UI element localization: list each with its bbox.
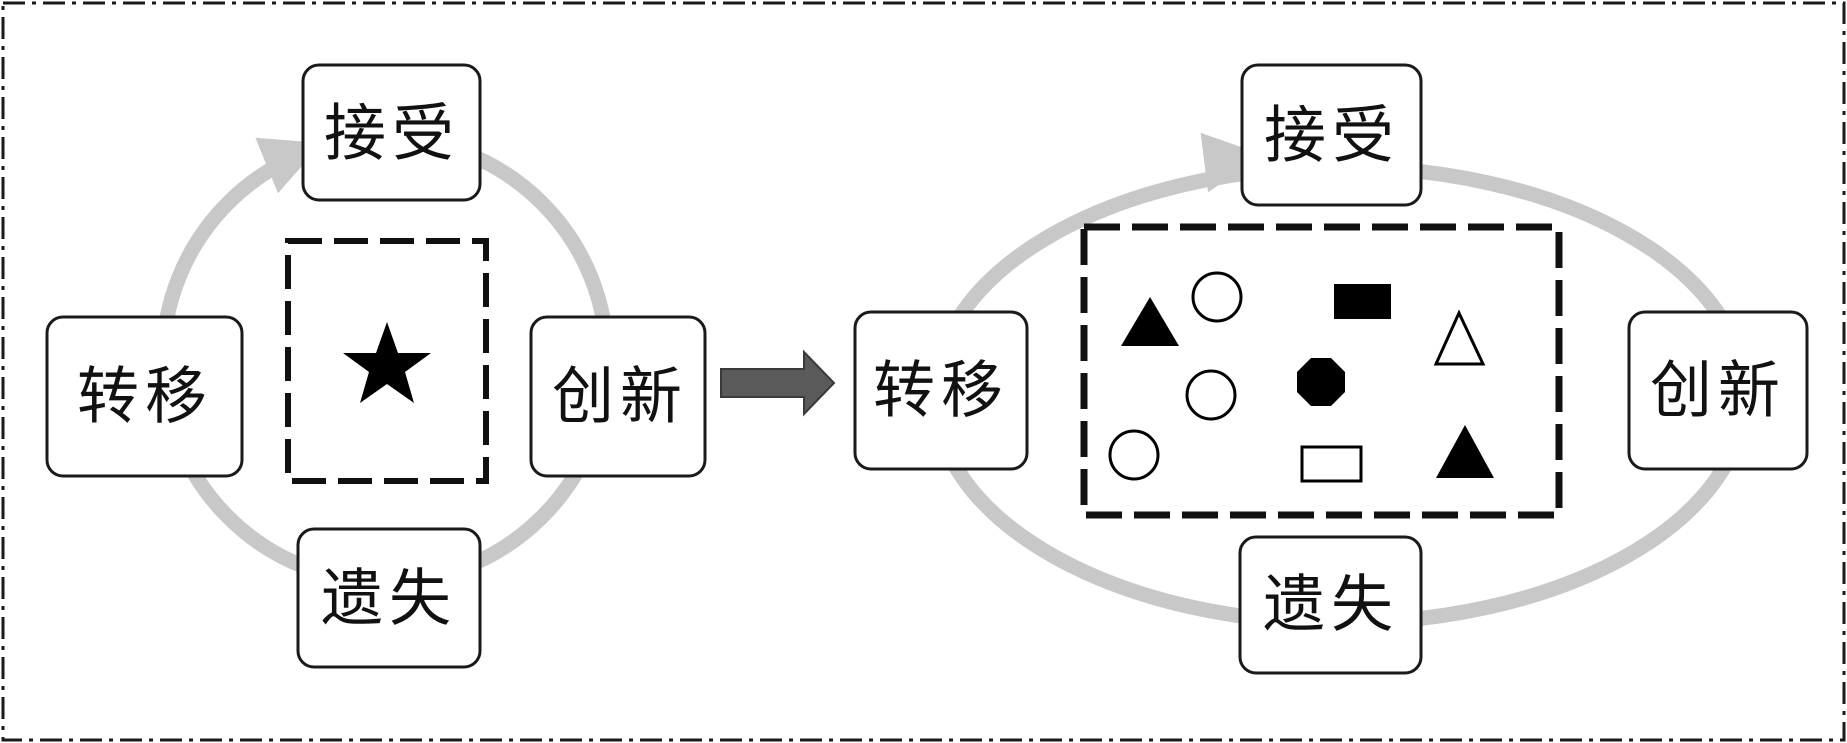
right-ring-arrowhead [1200, 132, 1264, 193]
right-node-bottom-label: 遗失 [1263, 568, 1399, 641]
circle-outline-icon [1185, 369, 1237, 421]
triangle-outline-icon [1433, 309, 1486, 366]
left-node-bottom: 遗失 [296, 527, 482, 669]
right-node-top: 接受 [1240, 63, 1423, 207]
filled-triangle-icon [1121, 297, 1179, 346]
left-node-left: 转移 [45, 315, 244, 478]
right-node-right-label: 创新 [1650, 354, 1786, 427]
left-node-bottom-label: 遗失 [321, 562, 457, 635]
rectangle-outline-icon [1300, 445, 1363, 483]
circle-outline-icon [1108, 429, 1160, 481]
left-node-right: 创新 [529, 315, 707, 478]
filled-rectangle-icon [1334, 284, 1391, 319]
filled-octagon-icon [1297, 358, 1345, 406]
right-node-left-label: 转移 [873, 354, 1009, 427]
arrow-right-icon [720, 349, 836, 417]
left-node-top: 接受 [301, 63, 482, 202]
right-node-left: 转移 [853, 310, 1029, 471]
right-node-bottom: 遗失 [1238, 535, 1423, 675]
circle-outline-icon [1191, 271, 1243, 323]
left-ring-arrowhead [255, 137, 323, 194]
filled-triangle-icon [1436, 425, 1494, 478]
left-node-right-label: 创新 [552, 360, 688, 433]
left-node-top-label: 接受 [324, 97, 460, 170]
right-node-top-label: 接受 [1264, 99, 1400, 172]
right-cycle: 接受 转移 创新 遗失 [853, 63, 1809, 675]
right-node-right: 创新 [1627, 310, 1809, 471]
left-node-left-label: 转移 [77, 360, 213, 433]
left-cycle: 接受 转移 创新 遗失 [45, 63, 707, 669]
star-icon [343, 322, 431, 403]
